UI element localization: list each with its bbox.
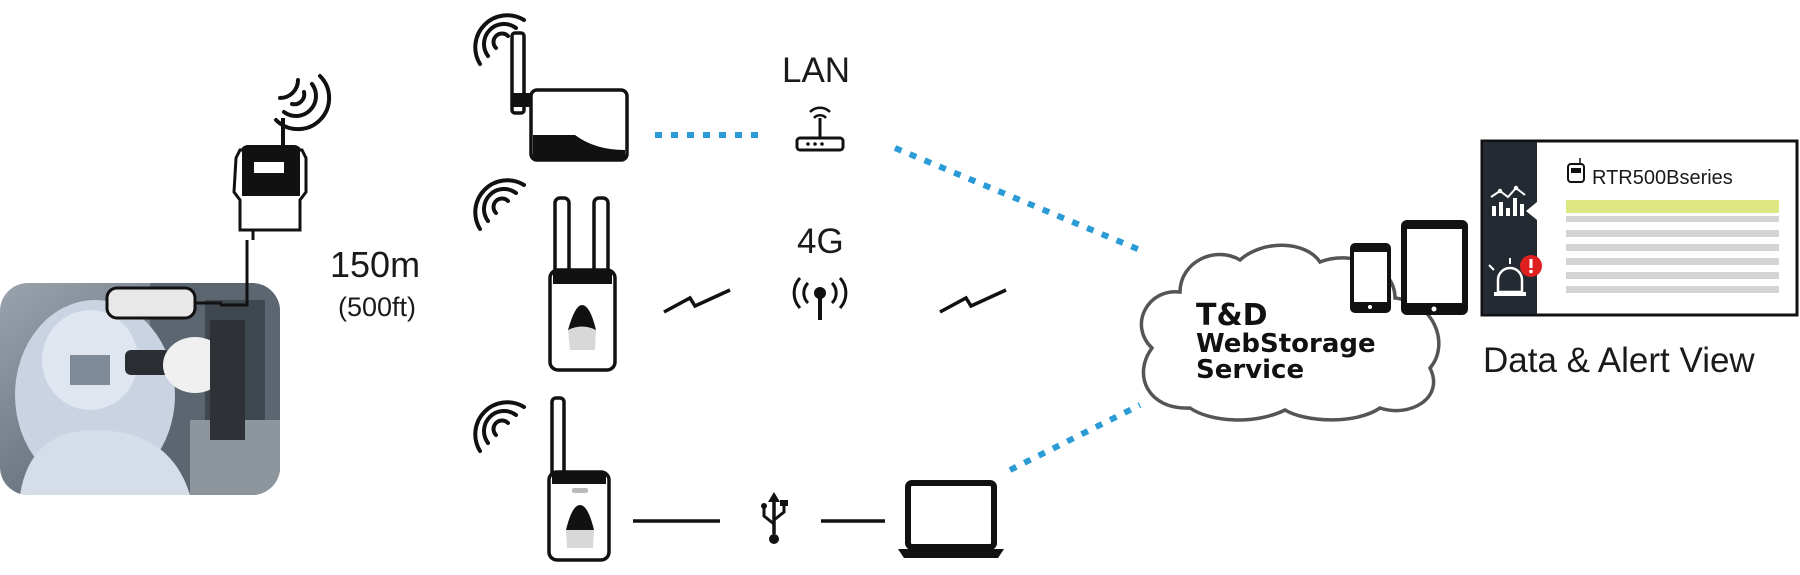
table-row xyxy=(1566,244,1779,251)
table-row xyxy=(1566,216,1779,222)
app-data-table xyxy=(1566,200,1779,293)
cellular-label: 4G xyxy=(797,222,844,261)
cloud-service: T&D WebStorage Service xyxy=(1139,243,1441,422)
cloud-title-line3: Service xyxy=(1196,355,1304,385)
wireless-logger-device xyxy=(105,118,308,320)
cloud-title-line2: WebStorage xyxy=(1196,329,1376,359)
4g-base-station xyxy=(548,196,617,372)
zigzag-wireless-icon xyxy=(663,288,731,314)
distance-label: 150m xyxy=(330,244,420,285)
router-icon xyxy=(795,106,845,152)
app-title-icon xyxy=(1567,158,1585,183)
alarm-icon[interactable] xyxy=(1488,255,1542,296)
table-row xyxy=(1566,286,1779,293)
view-caption: Data & Alert View xyxy=(1483,341,1755,380)
wifi-signal-icon xyxy=(473,178,526,231)
distance-ft-label: (500ft) xyxy=(338,292,416,322)
cell-antenna-icon xyxy=(792,276,848,320)
technician-photo xyxy=(0,283,280,495)
table-row-highlight xyxy=(1566,200,1779,213)
zigzag-wireless-icon xyxy=(939,288,1007,314)
lan-base-station xyxy=(510,31,629,162)
app-sidebar xyxy=(1483,142,1537,314)
table-row xyxy=(1566,272,1779,279)
smartphone-icon xyxy=(1350,243,1391,313)
lan-to-cloud-link xyxy=(893,145,1142,253)
laptop-to-cloud-link xyxy=(1008,402,1142,473)
chart-icon[interactable] xyxy=(1490,185,1526,216)
laptop-icon xyxy=(898,480,1004,558)
lan-label: LAN xyxy=(782,51,850,90)
wifi-signal-icon xyxy=(473,400,526,453)
usb-base-station xyxy=(547,396,611,562)
wifi-signal-icon xyxy=(473,13,526,66)
table-row xyxy=(1566,258,1779,265)
tablet-icon xyxy=(1401,220,1468,315)
app-window: RTR500Bseries xyxy=(1480,139,1799,317)
table-row xyxy=(1566,230,1779,237)
usb-icon xyxy=(761,492,788,544)
cloud-title-line1: T&D xyxy=(1196,298,1268,333)
wifi-signal-icon xyxy=(274,74,332,132)
app-title: RTR500Bseries xyxy=(1592,167,1733,189)
